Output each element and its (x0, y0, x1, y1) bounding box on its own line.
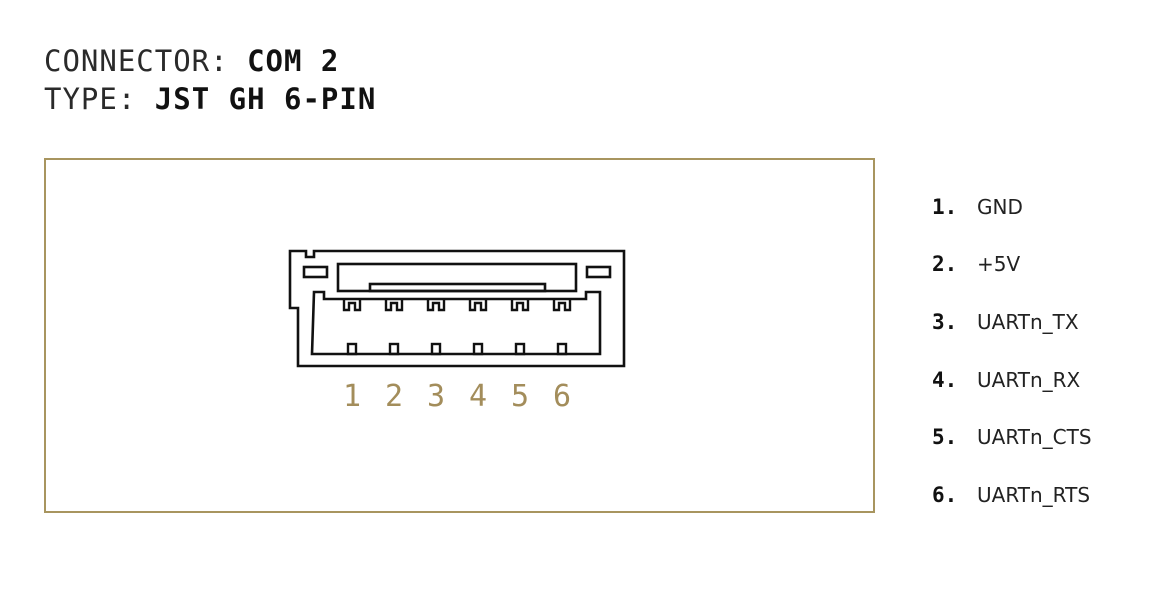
pinout-signal: UARTn_RTS (977, 482, 1091, 507)
pinout-signal: +5V (977, 252, 1021, 277)
type-line: TYPE: JST GH 6-PIN (44, 80, 376, 118)
pinout-number: 2. (932, 252, 958, 277)
pin-2-lower-contact (388, 342, 400, 356)
pin-6-upper-contact (552, 299, 572, 312)
connector-latch-inner (368, 282, 547, 293)
pinout-item: 5. UARTn_CTS (932, 408, 1092, 466)
type-label: TYPE: (44, 82, 137, 116)
pinout-item: 6. UARTn_RTS (932, 466, 1092, 524)
pin-3-lower-contact (430, 342, 442, 356)
pinout-item: 2. +5V (932, 236, 1092, 294)
pinout-number: 1. (932, 194, 958, 219)
connector-cavity (310, 290, 602, 356)
connector-label: CONNECTOR: (44, 44, 229, 78)
pinout-number: 6. (932, 482, 958, 507)
pin-6-lower-contact (556, 342, 568, 356)
pin-5-upper-contact (510, 299, 530, 312)
pin-4-upper-contact (468, 299, 488, 312)
connector-header: CONNECTOR: COM 2 TYPE: JST GH 6-PIN (44, 42, 376, 118)
pinout-signal: UARTn_RX (977, 367, 1081, 392)
pinout-signal: GND (977, 194, 1023, 219)
pinout-item: 1. GND (932, 178, 1092, 236)
connector-housing (288, 249, 626, 368)
pinout-item: 3. UARTn_TX (932, 293, 1092, 351)
pin-2-upper-contact (384, 299, 404, 312)
pinout-signal: UARTn_TX (977, 309, 1079, 334)
pinout-signal: UARTn_CTS (977, 425, 1092, 450)
pinout-number: 5. (932, 425, 958, 450)
type-value: JST GH 6-PIN (154, 82, 377, 116)
pinout-number: 3. (932, 309, 958, 334)
connector-latch (336, 262, 578, 293)
pin-5-lower-contact (514, 342, 526, 356)
pin-1-upper-contact (342, 299, 362, 312)
pinout-number: 4. (932, 367, 958, 392)
pinout-item: 4. UARTn_RX (932, 351, 1092, 409)
right-slot (585, 265, 612, 279)
pinout-list: 1. GND 2. +5V 3. UARTn_TX 4. UARTn_RX 5. UARTn_CT… (932, 178, 1092, 524)
diagram-frame (44, 158, 875, 513)
left-slot (302, 265, 329, 279)
connector-value: COM 2 (247, 44, 340, 78)
connector-line: CONNECTOR: COM 2 (44, 42, 376, 80)
pin-4-lower-contact (472, 342, 484, 356)
pin-3-upper-contact (426, 299, 446, 312)
pin-1-lower-contact (346, 342, 358, 356)
